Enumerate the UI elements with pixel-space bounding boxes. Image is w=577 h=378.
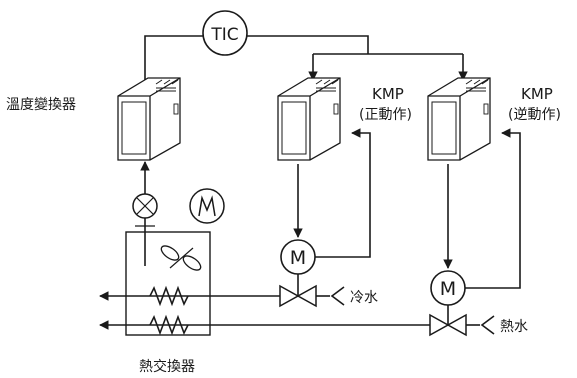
forward-motor: M xyxy=(280,128,371,275)
cold-water-label: 冷水 xyxy=(350,290,378,306)
kmp-reverse-mode: (逆動作) xyxy=(508,107,561,123)
forward-motor-symbol: M xyxy=(290,247,306,269)
hot-water-line: 熱水 xyxy=(99,305,528,337)
tic-signal-lines xyxy=(144,35,468,81)
heat-exchanger-label: 熱交換器 xyxy=(139,358,195,375)
kmp-forward-mode: (正動作) xyxy=(359,107,412,123)
temperature-converter-label: 溫度變換器 xyxy=(6,97,76,113)
tic-controller: TIC xyxy=(202,10,248,56)
kmp-reverse-controller: KMP (逆動作) xyxy=(427,77,561,161)
heat-exchanger: 熱交換器 xyxy=(125,188,225,375)
kmp-forward-controller: KMP (正動作) xyxy=(277,77,412,161)
hot-water-label: 熱水 xyxy=(500,319,528,335)
tic-label: TIC xyxy=(210,25,238,45)
cold-water-line: 冷水 xyxy=(99,274,378,308)
temperature-converter: 溫度變換器 xyxy=(6,77,181,161)
fan-icon xyxy=(160,245,202,271)
kmp-forward-name: KMP xyxy=(372,85,404,103)
temperature-sensor xyxy=(132,161,158,266)
kmp-reverse-name: KMP xyxy=(521,85,553,103)
reverse-motor: M xyxy=(430,128,521,306)
reverse-motor-symbol: M xyxy=(440,278,456,300)
